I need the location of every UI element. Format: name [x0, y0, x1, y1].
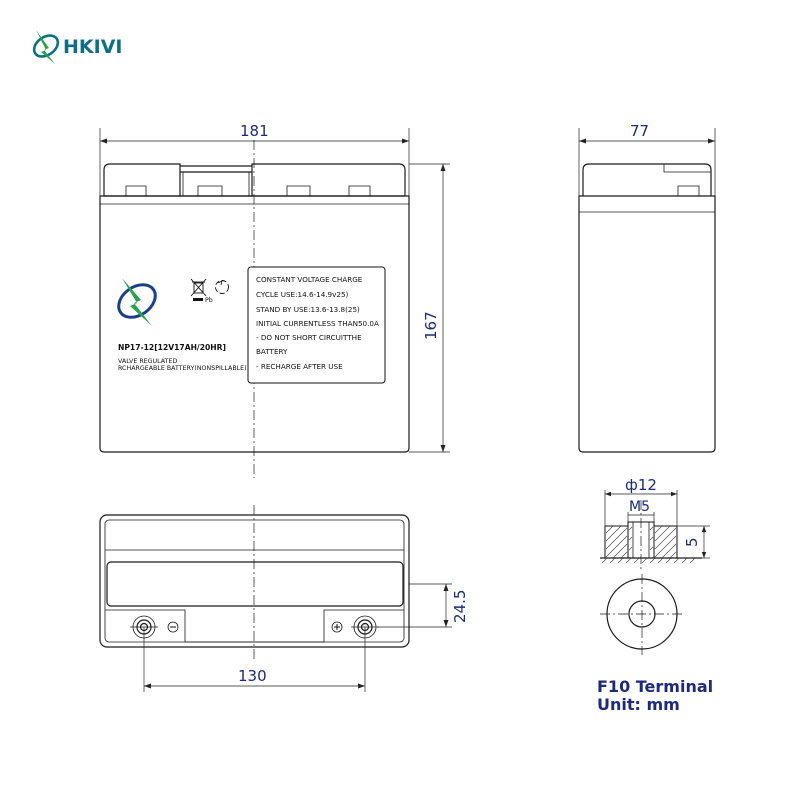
charge-label-line: - RECHARGE AFTER USE	[256, 362, 343, 371]
charge-label-line: - DO NOT SHORT CIRCUITTHE	[256, 333, 362, 342]
front-view: Pb NP17-12[12V17AH/20HR] VALVE REGULATED…	[99, 140, 410, 478]
charge-label-line: BATTERY	[256, 347, 288, 356]
front-width-label: 181	[240, 122, 269, 140]
lightning-bolt-logo-icon	[32, 30, 60, 64]
brand-logo: HKIVI	[32, 30, 122, 64]
product-logo-icon	[117, 278, 157, 326]
crossed-bin-icon	[190, 278, 207, 301]
terminal-height-label: 5	[683, 537, 701, 547]
charge-label-box	[247, 266, 386, 384]
brand-name: HKIVI	[63, 36, 122, 58]
charge-label-line: CONSTANT VOLTAGE CHARGE	[256, 275, 363, 284]
terminal-top-view	[600, 574, 684, 655]
side-view: 77	[578, 122, 716, 453]
front-height-label: 167	[422, 311, 440, 340]
terminal-diameter-label: ф12	[625, 476, 657, 494]
top-view: 130 24.5	[99, 505, 469, 692]
type-line-1: VALVE REGULATED	[118, 358, 177, 365]
charge-label-line: STAND BY USE:13.6-13.8(25)	[256, 305, 360, 314]
terminal-spacing-label: 130	[238, 667, 267, 685]
charge-label-line: INITIAL CURRENTLESS THAN50.0A	[256, 319, 379, 328]
charge-label-line: CYCLE USE:14.6-14.9v25)	[256, 290, 349, 299]
charge-label-text: CONSTANT VOLTAGE CHARGE CYCLE USE:14.6-14…	[256, 275, 379, 371]
model-label: NP17-12[12V17AH/20HR]	[118, 343, 226, 352]
pb-mark: Pb	[205, 297, 213, 304]
side-width-label: 77	[630, 122, 649, 140]
type-line-2: RCHARGEABLE BATTERY(NONSPILLABLE)	[118, 365, 247, 372]
terminal-section-view: ф12 M5 5	[600, 476, 710, 570]
front-dimensions: 181 167	[99, 122, 450, 453]
terminal-type-label: F10 Terminal	[597, 677, 713, 696]
terminal-thread-label: M5	[629, 499, 650, 515]
recycle-icon	[215, 280, 229, 294]
unit-label: Unit: mm	[597, 695, 680, 714]
terminal-offset-label: 24.5	[451, 590, 469, 623]
